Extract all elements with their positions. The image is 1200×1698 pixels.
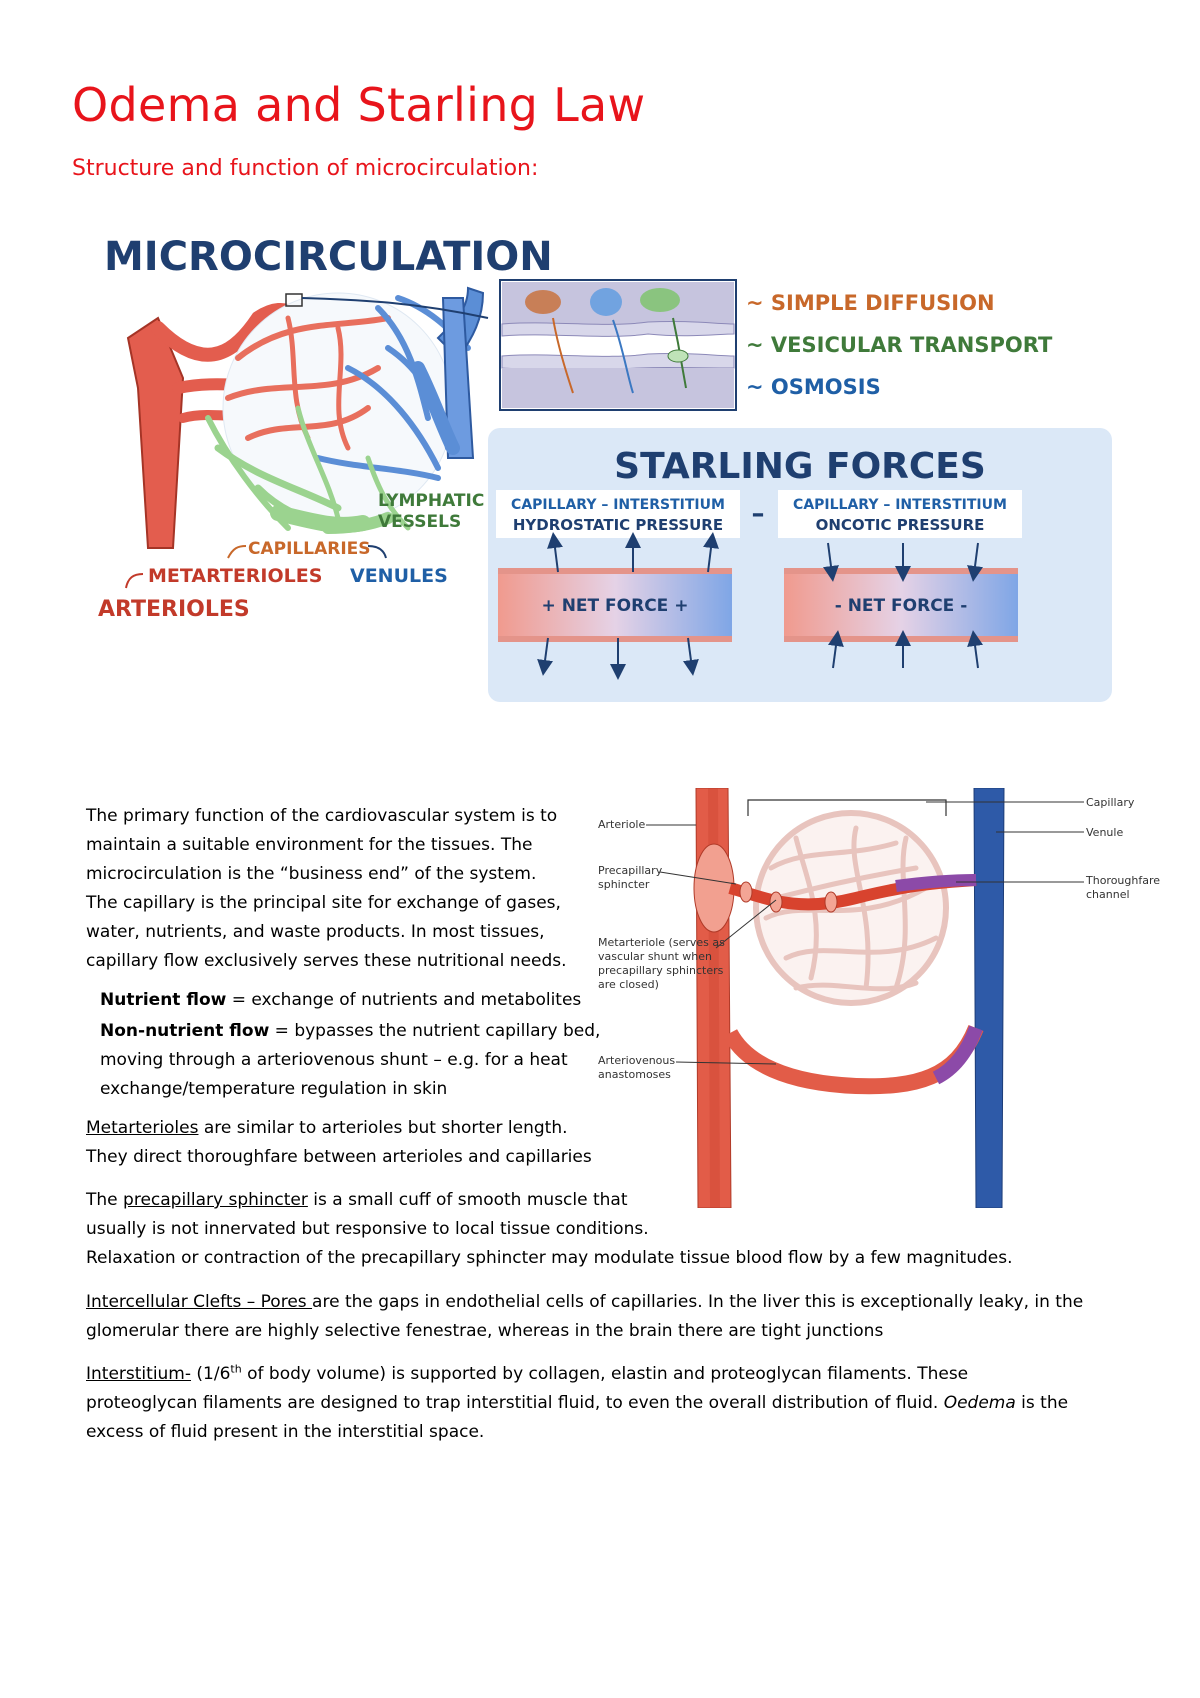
- interstitium-sup: th: [230, 1362, 242, 1376]
- capillary-bed-illustration: [205, 292, 471, 534]
- intro-line: water, nutrients, and waste products. In…: [86, 922, 545, 942]
- lymphatic-vessel-illustration: [270, 505, 371, 533]
- capillaries-arrow-left: [227, 545, 247, 559]
- zoom-marker: [285, 293, 303, 307]
- hydrostatic-line1: CAPILLARY – INTERSTITIUM: [511, 497, 725, 513]
- intro-line: The primary function of the cardiovascul…: [86, 806, 558, 826]
- transport-osmosis: ~ OSMOSIS: [746, 375, 881, 399]
- page-title: Odema and Starling Law: [72, 78, 646, 132]
- clefts-term: Intercellular Clefts – Pores: [86, 1292, 313, 1312]
- intro-line: The capillary is the principal site for …: [86, 893, 561, 913]
- interstitium-pre: (1/6: [191, 1364, 231, 1384]
- metarterioles-term: Metarterioles: [86, 1118, 199, 1138]
- net-force-negative: - NET FORCE -: [835, 596, 968, 616]
- intro-line: microcirculation is the “business end” o…: [86, 864, 537, 884]
- oedema-term: Oedema: [943, 1393, 1016, 1413]
- interstitium-rest: of body volume) is supported by collagen…: [241, 1364, 969, 1384]
- label-thoroughfare-l2: channel: [1086, 888, 1130, 901]
- non-nutrient-flow-term: Non-nutrient flow: [100, 1021, 270, 1041]
- label-av-l1: Arteriovenous: [598, 1054, 675, 1067]
- precap-pre: The: [86, 1190, 124, 1210]
- interstitium-term: Interstitium-: [86, 1364, 192, 1384]
- clefts-paragraph: Intercellular Clefts – Pores are the gap…: [86, 1288, 1166, 1346]
- label-arteriole: Arteriole: [598, 818, 645, 831]
- bracket: [747, 799, 947, 816]
- label-av-l2: anastomoses: [598, 1068, 671, 1081]
- oncotic-line2: ONCOTIC PRESSURE: [816, 516, 985, 534]
- metarterioles-line1: Metarterioles are similar to arterioles …: [86, 1114, 646, 1143]
- interstitium-paragraph: Interstitium- (1/6th of body volume) is …: [86, 1360, 1166, 1447]
- label-venule: Venule: [1086, 826, 1123, 839]
- non-nutrient-flow-def: = bypasses the nutrient capillary bed,: [269, 1021, 601, 1041]
- capillaries-label: CAPILLARIES: [248, 539, 371, 559]
- nutrient-flow-line: Nutrient flow = exchange of nutrients an…: [100, 986, 620, 1015]
- nutrient-flow-def: = exchange of nutrients and metabolites: [226, 990, 582, 1010]
- hydrostatic-vessel: [498, 568, 732, 642]
- starling-forces-panel: STARLING FORCES CAPILLARY – INTERSTITIUM…: [488, 428, 1112, 702]
- net-force-positive: + NET FORCE +: [542, 596, 689, 616]
- transport-simple-diffusion: ~ SIMPLE DIFFUSION: [746, 291, 995, 315]
- label-metarteriole-l3: precapillary sphincters: [598, 964, 724, 977]
- precap-line1: The precapillary sphincter is a small cu…: [86, 1186, 1166, 1215]
- label-precapillary-l1: Precapillary: [598, 864, 663, 877]
- interstitium-l2b: is the: [1015, 1393, 1069, 1413]
- label-thoroughfare-l1: Thoroughfare: [1085, 874, 1160, 887]
- oncotic-line1: CAPILLARY – INTERSTITIUM: [793, 497, 1007, 513]
- precapillary-paragraph: The precapillary sphincter is a small cu…: [86, 1186, 1166, 1273]
- interstitium-l2: proteoglycan filaments are designed to t…: [86, 1393, 944, 1413]
- lymphatic-label-line2: VESSELS: [378, 512, 461, 532]
- capillary-bed-figure: Arteriole Precapillary sphincter Metarte…: [598, 788, 1160, 1208]
- metarterioles-arrow: [125, 573, 144, 589]
- non-nutrient-flow-line3: exchange/temperature regulation in skin: [100, 1079, 448, 1099]
- intro-line: maintain a suitable environment for the …: [86, 835, 533, 855]
- venules-label: VENULES: [350, 565, 448, 587]
- non-nutrient-flow-line: Non-nutrient flow = bypasses the nutrien…: [100, 1017, 620, 1046]
- starling-heading: STARLING FORCES: [614, 446, 986, 487]
- oncotic-vessel: [784, 568, 1018, 642]
- venule-illustration: [411, 286, 485, 459]
- label-metarteriole-l2: vascular shunt when: [598, 950, 712, 963]
- intro-paragraph: The primary function of the cardiovascul…: [86, 802, 606, 976]
- starling-minus: –: [752, 499, 765, 529]
- arterioles-label: ARTERIOLES: [98, 597, 250, 622]
- venule-vessel: [973, 788, 1005, 1208]
- capillaries-arrow-right: [367, 545, 387, 559]
- microcirculation-figure: MICROCIRCULATION LYMPHATIC VESSELS: [98, 234, 1112, 702]
- metarterioles-paragraph: Metarterioles are similar to arterioles …: [86, 1114, 646, 1172]
- precap-line3: Relaxation or contraction of the precapi…: [86, 1248, 1013, 1268]
- intro-line: capillary flow exclusively serves these …: [86, 951, 567, 971]
- label-capillary: Capillary: [1086, 796, 1135, 809]
- metarterioles-rest: are similar to arterioles but shorter le…: [198, 1118, 568, 1138]
- zoom-connector: [301, 297, 489, 319]
- interstitium-line2: proteoglycan filaments are designed to t…: [86, 1389, 1166, 1418]
- hydrostatic-line2: HYDROSTATIC PRESSURE: [513, 516, 723, 534]
- non-nutrient-flow-line2: moving through a arteriovenous shunt – e…: [100, 1050, 568, 1070]
- label-metarteriole-l4: are closed): [598, 978, 659, 991]
- clefts-rest: are the gaps in endothelial cells of cap…: [312, 1292, 1084, 1312]
- interstitium-line1: Interstitium- (1/6th of body volume) is …: [86, 1360, 1166, 1389]
- page-subtitle: Structure and function of microcirculati…: [72, 156, 539, 181]
- precap-rest: is a small cuff of smooth muscle that: [307, 1190, 628, 1210]
- thoroughfare-channel: [895, 874, 977, 892]
- interstitium-line3: excess of fluid present in the interstit…: [86, 1422, 485, 1442]
- capillary-network: [753, 810, 949, 1006]
- precapillary-sphincter-rings: [739, 881, 838, 913]
- metarterioles-line2: They direct thoroughfare between arterio…: [86, 1147, 592, 1167]
- flow-definitions: Nutrient flow = exchange of nutrients an…: [100, 986, 620, 1104]
- lymphatic-label-line1: LYMPHATIC: [378, 491, 484, 511]
- label-precapillary-l2: sphincter: [598, 878, 650, 891]
- label-metarteriole-l1: Metarteriole (serves as: [598, 936, 725, 949]
- microcirculation-heading: MICROCIRCULATION: [104, 234, 553, 280]
- sphincter-cuff: [693, 843, 735, 933]
- clefts-line2: glomerular there are highly selective fe…: [86, 1321, 884, 1341]
- endothelium-zoom-box: [499, 279, 737, 411]
- clefts-line1: Intercellular Clefts – Pores are the gap…: [86, 1288, 1166, 1317]
- nutrient-flow-term: Nutrient flow: [100, 990, 227, 1010]
- metarterioles-label: METARTERIOLES: [148, 565, 322, 587]
- transport-vesicular: ~ VESICULAR TRANSPORT: [746, 333, 1053, 357]
- precap-term: precapillary sphincter: [123, 1190, 308, 1210]
- precap-line2: usually is not innervated but responsive…: [86, 1219, 649, 1239]
